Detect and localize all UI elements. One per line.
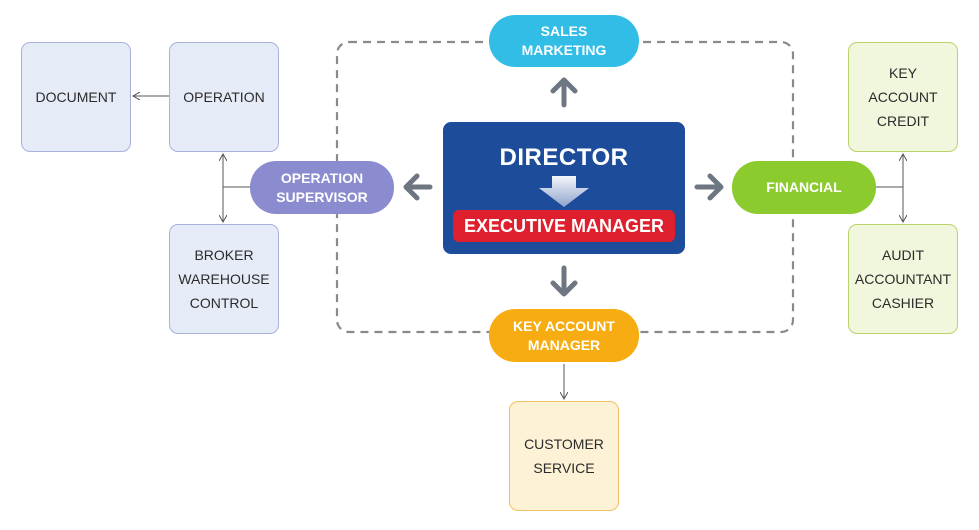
label-line: SALES — [540, 23, 588, 39]
label-line: ACCOUNTANT — [854, 271, 952, 287]
label-line: DOCUMENT — [35, 89, 117, 105]
label-line: CONTROL — [189, 295, 259, 311]
sales-marketing-pill: SALES MARKETING — [489, 15, 639, 67]
label-line: FINANCIAL — [766, 179, 842, 195]
document-box: DOCUMENT — [21, 42, 131, 152]
director-title: DIRECTOR — [499, 144, 629, 171]
key-account-credit-box: KEY ACCOUNT CREDIT — [848, 42, 958, 152]
label-line: CUSTOMER — [524, 436, 604, 452]
broker-warehouse-control-box: BROKER WAREHOUSE CONTROL — [169, 224, 279, 334]
financial-pill: FINANCIAL — [732, 161, 876, 214]
label-line: OPERATION — [183, 89, 265, 105]
label-line: AUDIT — [882, 247, 924, 263]
label-line: ACCOUNT — [868, 89, 938, 105]
label-line: WAREHOUSE — [178, 271, 270, 287]
label-line: SERVICE — [533, 460, 595, 476]
label-line: CREDIT — [876, 113, 930, 129]
executive-manager-badge: EXECUTIVE MANAGER — [453, 210, 675, 242]
operation-box: OPERATION — [169, 42, 279, 152]
label-line: OPERATION — [280, 169, 364, 186]
label-line: KEY — [888, 65, 917, 81]
director-card: DIRECTOR EXECUTIVE MANAGER — [443, 122, 685, 254]
arrow-down-icon — [550, 265, 578, 297]
arrow-up-icon — [550, 77, 578, 108]
arrow-left-icon — [403, 173, 433, 201]
audit-accountant-cashier-box: AUDIT ACCOUNTANT CASHIER — [848, 224, 958, 334]
label-line: MANAGER — [527, 336, 601, 353]
operation-supervisor-pill: OPERATION SUPERVISOR — [250, 161, 394, 214]
key-account-manager-pill: KEY ACCOUNT MANAGER — [489, 309, 639, 362]
chevron-down-icon — [539, 176, 589, 207]
label-line: MARKETING — [521, 42, 607, 58]
label-line: KEY ACCOUNT — [513, 317, 615, 334]
label-line: CASHIER — [871, 295, 935, 311]
arrow-right-icon — [694, 173, 724, 201]
label-line: SUPERVISOR — [276, 188, 368, 205]
label-line: BROKER — [194, 247, 254, 263]
customer-service-box: CUSTOMER SERVICE — [509, 401, 619, 511]
